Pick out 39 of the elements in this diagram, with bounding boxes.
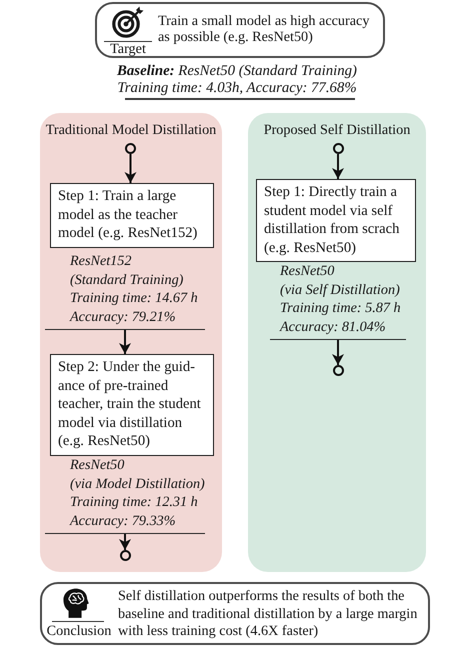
- result-text: (via Self Distillation): [280, 280, 400, 299]
- result-text: Accuracy: 81.04%: [280, 318, 386, 336]
- card-text: Train a small model as high accuracy as possible (e.g. ResNet50): [158, 14, 370, 45]
- result-text: Training time: 12.31 h: [70, 493, 198, 512]
- result-text: (Standard Training): [70, 270, 184, 289]
- arrow: [332, 340, 344, 365]
- arrow: [124, 154, 136, 183]
- flow-circle: [332, 143, 344, 154]
- arrow: [119, 534, 131, 550]
- step-text: Step 2: Under the guid-ance of pre-trained teacher, train the student model via distillation (e.g. ResNet50): [58, 358, 202, 450]
- result-text: Accuracy: 79.21%: [70, 308, 176, 326]
- step-text: Step 1: Directly train a student model via self distillation from scrach (e.g. ResNet50): [264, 183, 400, 257]
- process-box: [256, 179, 416, 262]
- method-panel: [40, 113, 222, 572]
- result-text: (via Model Distillation): [70, 474, 205, 493]
- result-text: ResNet50: [280, 262, 334, 280]
- result-text: Training time: 5.87 h: [280, 299, 401, 318]
- result-text: ResNet50: [70, 456, 124, 474]
- flow-circle: [332, 365, 344, 376]
- baseline-text: Baseline: ResNet50 (Standard Training): [117, 63, 357, 80]
- process-box: [50, 354, 214, 456]
- card-text: Self distillation outperforms the results of both the baseline and traditional distillation by a large margin with less training cost (4.6X faster): [118, 588, 418, 640]
- arrow: [332, 154, 344, 179]
- step-text: Step 1: Train a large model as the teacher model (e.g. ResNet152): [58, 187, 198, 242]
- panel-title: Traditional Model Distillation: [46, 122, 216, 139]
- conclusion-box: [40, 582, 430, 645]
- result-text: Training time: 14.67 h: [70, 289, 198, 308]
- icon-caption: Target: [110, 42, 146, 57]
- process-box: [50, 183, 214, 248]
- result-text: Accuracy: 79.33%: [70, 512, 176, 530]
- arrow: [119, 330, 131, 354]
- baseline-metrics: Training time: 4.03h, Accuracy: 77.68%: [117, 80, 357, 97]
- flow-circle: [125, 143, 136, 154]
- icon-caption: Conclusion: [46, 624, 112, 639]
- method-panel: [248, 113, 426, 572]
- result-text: ResNet152: [70, 252, 132, 270]
- goal-box: [95, 2, 385, 58]
- flow-circle: [120, 550, 130, 561]
- panel-title: Proposed Self Distillation: [264, 122, 410, 139]
